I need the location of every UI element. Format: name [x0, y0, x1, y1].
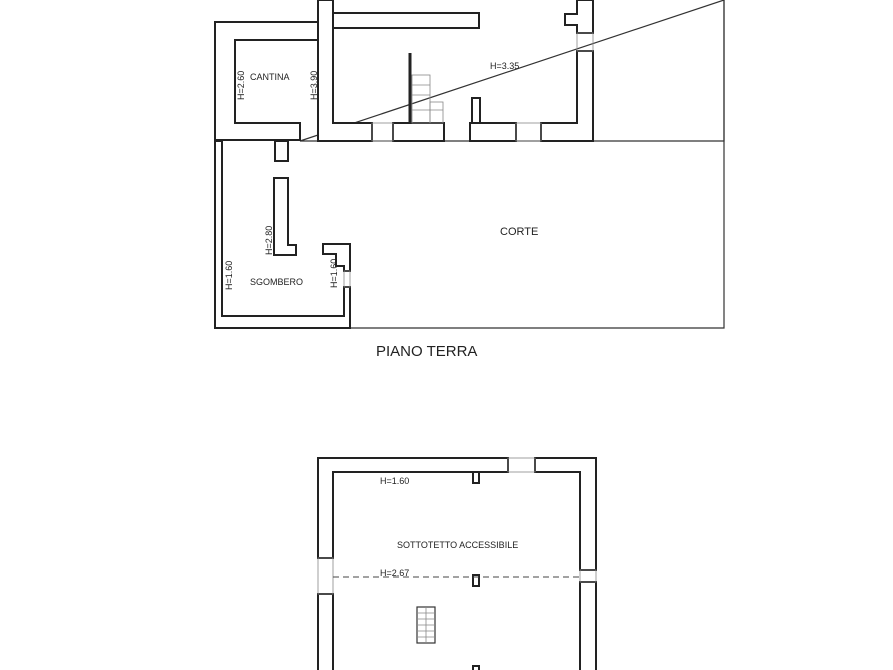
ground-floor-plan: CANTINA H=2.60 H=3.90 H=3.35 CORTE H=2.8…: [214, 0, 725, 360]
room-label-sgombero: SGOMBERO: [250, 277, 303, 287]
floor-title: PIANO TERRA: [376, 343, 477, 360]
height-label: H=3.90: [309, 71, 319, 100]
pillar: [472, 574, 480, 587]
house-wall-top: [332, 12, 480, 29]
height-label: H=3.35: [490, 61, 519, 71]
sgombero-wall-stub: [274, 140, 289, 162]
window-opening: [507, 457, 536, 473]
pillar: [471, 97, 481, 124]
height-label: H=1.60: [380, 476, 409, 486]
attic-wall-right: [579, 581, 597, 670]
height-label: H=1.60: [329, 259, 339, 288]
sgombero-interior-wall: [273, 177, 297, 256]
door-opening: [515, 122, 542, 142]
room-label-sottotetto: SOTTOTETTO ACCESSIBILE: [397, 540, 518, 550]
house-wall-right: [540, 50, 594, 142]
attic-wall-top-right: [534, 457, 597, 571]
height-label: H=2.80: [264, 226, 274, 255]
window-opening: [576, 32, 594, 52]
attic-wall-left: [317, 593, 334, 670]
room-label-corte: CORTE: [500, 226, 538, 238]
height-label: H=2.67: [380, 568, 409, 578]
room-label-cantina: CANTINA: [250, 72, 290, 82]
pillar: [472, 665, 480, 670]
pillar: [472, 471, 480, 484]
corte-boundary: [350, 0, 725, 329]
attic-plan: H=1.60 SOTTOTETTO ACCESSIBILE H=2.67: [317, 457, 597, 670]
sgombero-wall-right: [322, 243, 351, 272]
window-opening: [343, 270, 351, 288]
door-opening: [371, 122, 394, 142]
house-wall-right-top: [564, 0, 594, 34]
window-opening: [579, 569, 597, 583]
staircase-icon: [416, 606, 436, 644]
window-opening: [317, 557, 334, 595]
height-label: H=1.60: [224, 261, 234, 290]
height-label: H=2.60: [236, 71, 246, 100]
house-wall-bottom-right: [469, 122, 517, 142]
staircase-icon: [411, 74, 444, 124]
house-wall-bottom-mid: [392, 122, 445, 142]
